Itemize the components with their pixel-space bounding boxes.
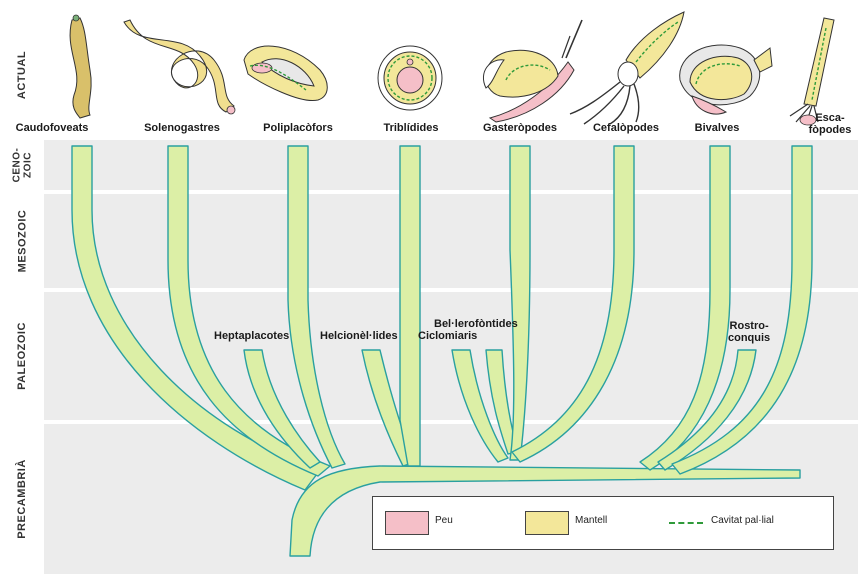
legend-swatch-peu — [385, 511, 429, 535]
branch-cefalopodes — [511, 145, 635, 463]
legend: Peu Mantell Cavitat pal·lial — [372, 496, 834, 550]
escafopode-icon — [789, 17, 835, 126]
legend-dash-cavitat — [669, 522, 703, 524]
label-helcionellides: Helcionèl·lides — [320, 330, 398, 342]
branch-bellerofontides — [451, 349, 509, 463]
taxon-triblidides: Triblídides — [383, 122, 439, 134]
gasteropode-icon — [482, 19, 583, 123]
label-rostroconquis: Rostro- conquis — [728, 320, 771, 344]
taxon-poliplacofors: Poliplacòfors — [263, 122, 333, 134]
taxon-cefalopodes: Cefalòpodes — [592, 122, 659, 134]
cefalopode-icon — [569, 11, 685, 125]
poliplacofor-icon — [243, 45, 328, 101]
branch-caudofoveats — [71, 145, 321, 491]
taxon-solenogastres: Solenogastres — [144, 122, 220, 134]
branch-solenogastres — [167, 145, 331, 477]
branch-triblidides — [399, 145, 421, 467]
legend-label-cavitat: Cavitat pal·lial — [711, 515, 774, 526]
branch-poliplacofors — [287, 145, 346, 469]
taxon-caudofoveats: Caudofoveats — [15, 122, 89, 134]
branch-escafopodes — [671, 145, 813, 475]
branch-trunk — [289, 465, 801, 557]
legend-label-peu: Peu — [435, 515, 453, 526]
triblidide-icon — [377, 45, 443, 111]
branch-bivalves — [639, 145, 731, 471]
label-bellerofontides: Bel·lerofòntides — [434, 318, 518, 330]
legend-swatch-mantell — [525, 511, 569, 535]
solenogastre-icon — [123, 19, 236, 115]
taxon-bivalves: Bivalves — [694, 122, 740, 134]
branch-rostroconquis — [657, 349, 757, 471]
bivalve-icon — [679, 44, 773, 115]
branch-heptaplacotes — [243, 349, 321, 469]
legend-label-mantell: Mantell — [575, 515, 608, 526]
caudofoveat-icon — [69, 14, 92, 119]
label-heptaplacotes: Heptaplacotes — [214, 330, 290, 342]
taxon-gasteropodes: Gasteròpodes — [483, 122, 557, 134]
branch-gasteropodes — [509, 145, 531, 461]
taxon-escafopodes: Esca- fòpodes — [808, 112, 852, 136]
label-ciclomiaris: Ciclomiaris — [418, 330, 478, 342]
